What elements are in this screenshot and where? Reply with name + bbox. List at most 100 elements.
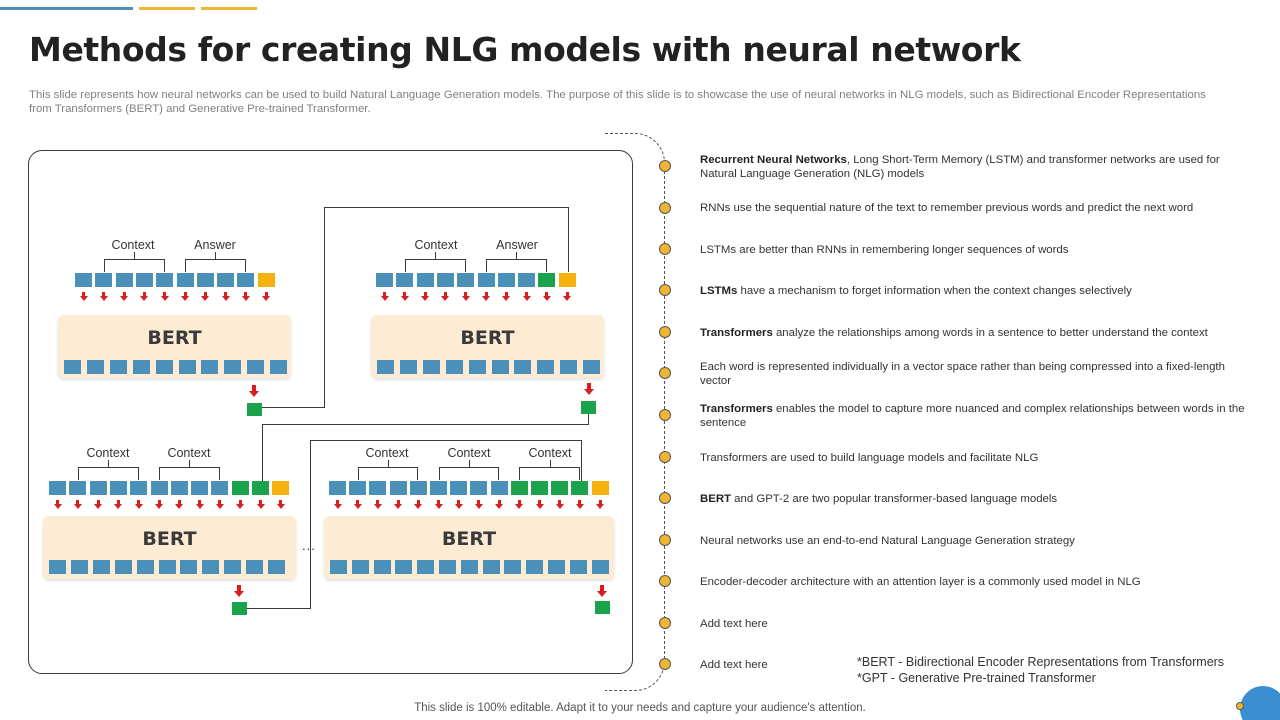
connector-line xyxy=(310,440,311,609)
input-token xyxy=(591,481,609,495)
output-token xyxy=(180,560,198,574)
input-token xyxy=(237,273,255,287)
input-token xyxy=(551,481,569,495)
input-token xyxy=(436,273,454,287)
output-token xyxy=(377,360,394,374)
point-item-bold: Recurrent Neural Networks xyxy=(700,154,847,166)
output-token xyxy=(86,360,104,374)
input-token xyxy=(558,273,576,287)
input-token xyxy=(95,273,113,287)
output-token xyxy=(246,560,264,574)
connector-line xyxy=(262,424,589,425)
output-token xyxy=(158,560,176,574)
point-item-text: LSTMs are better than RNNs in rememberin… xyxy=(700,244,1069,256)
point-item-text: RNNs use the sequential nature of the te… xyxy=(700,202,1194,214)
output-token xyxy=(202,560,220,574)
connector-line xyxy=(310,440,582,441)
point-item-text: Add text here xyxy=(700,659,768,671)
point-item: Encoder-decoder architecture with an att… xyxy=(700,575,1252,589)
context-bracket xyxy=(404,252,466,272)
output-token xyxy=(422,360,440,374)
timeline-dot xyxy=(659,284,671,296)
top-accent-bar-blue xyxy=(0,7,133,10)
timeline-dot xyxy=(659,451,671,463)
point-item: Transformers analyze the relationships a… xyxy=(700,326,1252,340)
point-item-text: Add text here xyxy=(700,618,768,630)
context-bracket xyxy=(77,460,139,480)
output-token xyxy=(132,360,150,374)
output-token xyxy=(460,560,478,574)
point-item: Each word is represented individually in… xyxy=(700,360,1252,388)
output-token xyxy=(201,360,219,374)
output-token xyxy=(92,560,110,574)
connector-line xyxy=(262,424,263,481)
connector-line xyxy=(324,207,325,408)
point-item: LSTMs are better than RNNs in rememberin… xyxy=(700,243,1252,257)
point-item-bold: LSTMs xyxy=(700,285,738,297)
context-bracket xyxy=(357,460,419,480)
output-token xyxy=(445,360,463,374)
context-bracket xyxy=(185,252,246,272)
connector-line xyxy=(246,608,311,609)
bert-label: BERT xyxy=(142,528,197,550)
input-token xyxy=(416,273,434,287)
output-token xyxy=(109,360,127,374)
timeline-dot xyxy=(659,202,671,214)
input-token xyxy=(156,273,174,287)
point-item-text: Transformers are used to build language … xyxy=(700,452,1039,464)
point-item-text: and GPT-2 are two popular transformer-ba… xyxy=(731,493,1058,505)
input-token xyxy=(115,273,133,287)
output-token xyxy=(399,360,417,374)
output-token xyxy=(136,560,154,574)
output-token xyxy=(468,360,486,374)
input-token xyxy=(490,481,508,495)
bert-label: BERT xyxy=(460,327,515,349)
point-item: BERT and GPT-2 are two popular transform… xyxy=(700,492,1252,506)
input-token xyxy=(477,273,495,287)
input-token xyxy=(231,481,249,495)
input-token xyxy=(430,481,447,495)
input-token xyxy=(150,481,168,495)
output-token xyxy=(583,360,601,374)
input-token xyxy=(396,273,414,287)
point-item: Recurrent Neural Networks, Long Short-Te… xyxy=(700,153,1252,181)
point-item-bold: Transformers xyxy=(700,327,773,339)
segment-label: Context xyxy=(167,446,211,460)
output-token xyxy=(482,560,500,574)
input-token xyxy=(211,481,229,495)
input-token xyxy=(69,481,87,495)
output-token xyxy=(268,560,285,574)
output-token xyxy=(224,560,242,574)
input-token xyxy=(191,481,209,495)
input-token xyxy=(109,481,127,495)
output-token xyxy=(537,360,555,374)
output-token xyxy=(504,560,522,574)
input-token xyxy=(196,273,214,287)
connector-line xyxy=(262,407,325,408)
input-token xyxy=(389,481,407,495)
timeline-dot xyxy=(659,367,671,379)
timeline-dot xyxy=(659,617,671,629)
output-token xyxy=(491,360,509,374)
context-bracket xyxy=(519,460,580,480)
input-token xyxy=(538,273,556,287)
point-item-text: , Long Short-Term Memory (LSTM) and tran… xyxy=(700,154,1220,180)
output-token xyxy=(114,560,132,574)
connector-line xyxy=(581,440,582,481)
point-item-bold: Transformers xyxy=(700,403,773,415)
output-token xyxy=(70,560,88,574)
output-token xyxy=(514,360,532,374)
point-item-text: enables the model to capture more nuance… xyxy=(700,403,1245,429)
output-token xyxy=(569,560,587,574)
output-token xyxy=(560,360,578,374)
bert-label: BERT xyxy=(147,327,202,349)
timeline-dot xyxy=(659,492,671,504)
corner-decoration-dot xyxy=(1236,702,1244,710)
point-item-bold: BERT xyxy=(700,493,732,505)
input-token xyxy=(450,481,468,495)
point-item-text: have a mechanism to forget information w… xyxy=(737,285,1132,297)
output-token xyxy=(417,560,435,574)
segment-label: Answer xyxy=(496,238,538,252)
input-token xyxy=(497,273,515,287)
segment-label: Context xyxy=(414,238,458,252)
